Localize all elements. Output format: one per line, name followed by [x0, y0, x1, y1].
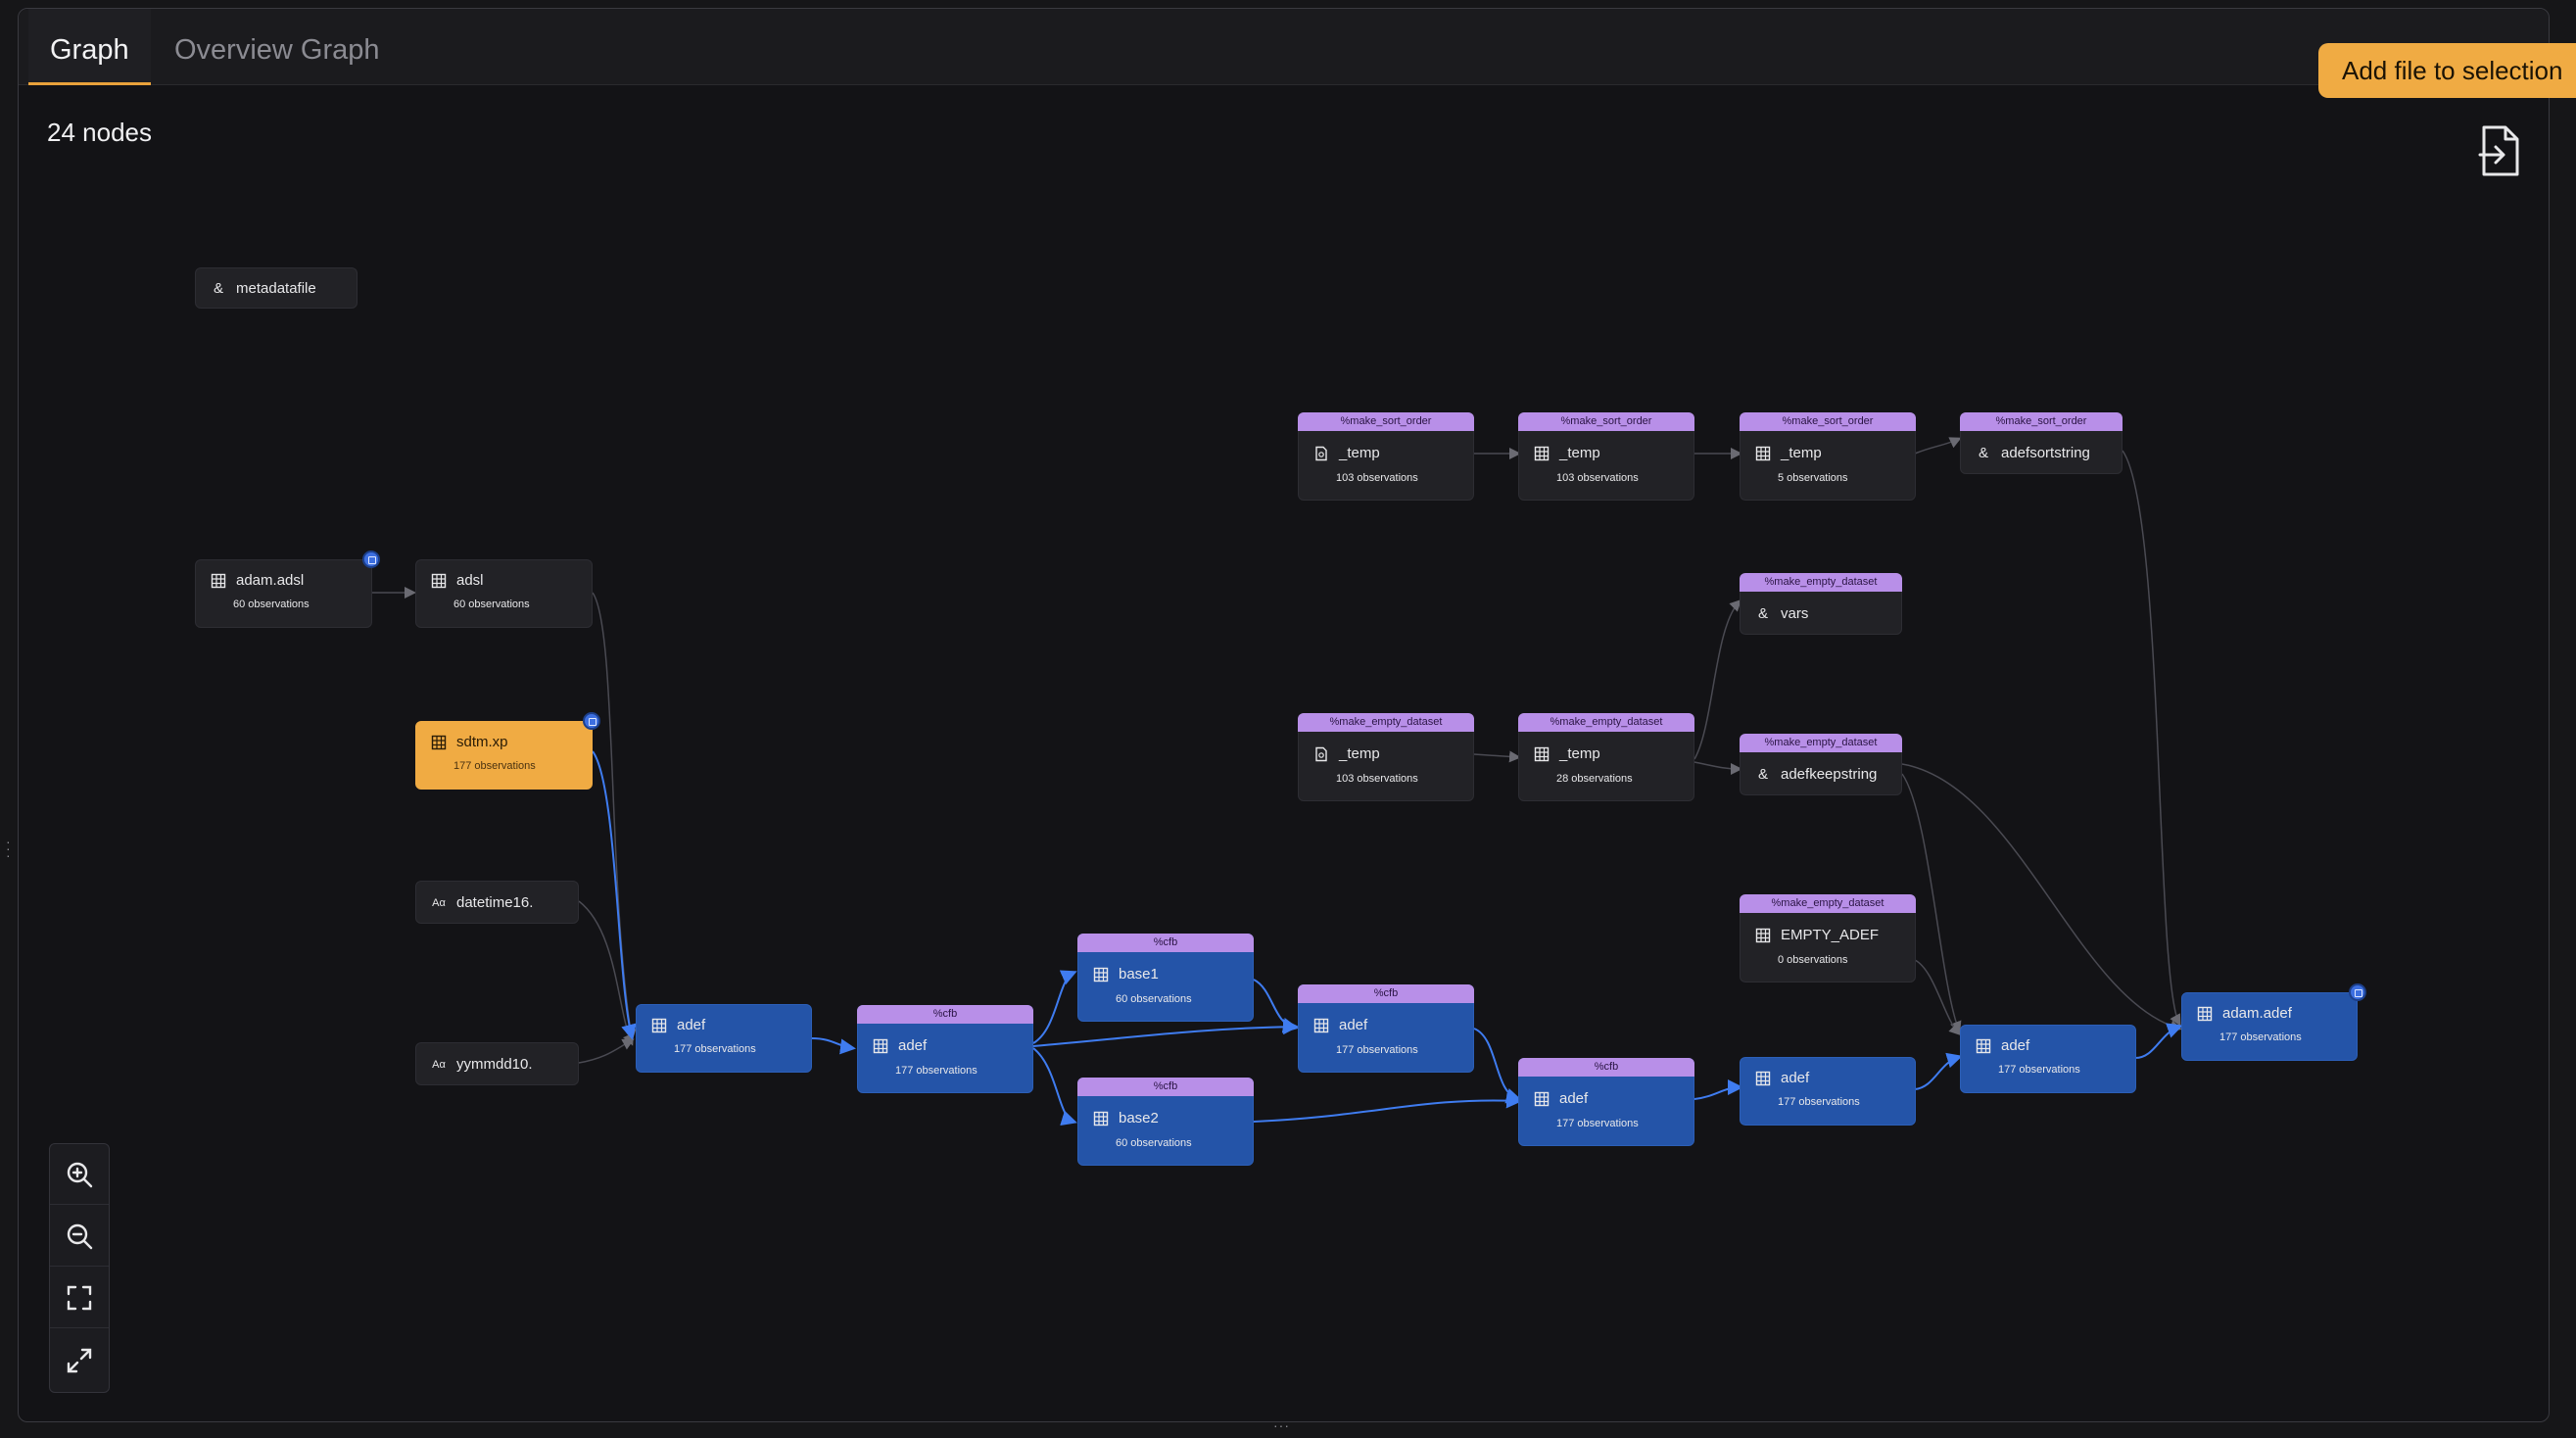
format-icon: Aα — [432, 1058, 446, 1071]
node-yymmdd10[interactable]: Aα yymmdd10. — [415, 1042, 579, 1085]
add-file-to-selection-button[interactable]: Add file to selection — [2318, 43, 2576, 98]
node-temp-sort-2[interactable]: %make_sort_order _temp 103 observations — [1518, 412, 1694, 501]
table-icon — [1093, 1111, 1109, 1126]
macro-label: %cfb — [1298, 984, 1474, 1003]
tab-bar: Graph Overview Graph — [19, 9, 2549, 85]
ampersand-icon: & — [213, 280, 223, 297]
macro-label: %make_sort_order — [1960, 412, 2123, 431]
table-icon — [431, 573, 447, 589]
table-icon — [1976, 1038, 1991, 1054]
node-adefsortstring[interactable]: %make_sort_order & adefsortstring — [1960, 412, 2123, 474]
node-temp-empty-2[interactable]: %make_empty_dataset _temp 28 observation… — [1518, 713, 1694, 801]
graph-controls — [49, 1143, 110, 1393]
node-adef-1[interactable]: adef 177 observations — [636, 1004, 812, 1073]
view-icon — [1313, 446, 1329, 461]
macro-label: %make_sort_order — [1518, 412, 1694, 431]
macro-label: %make_empty_dataset — [1518, 713, 1694, 732]
node-adef-2[interactable]: %cfb adef 177 observations — [857, 1005, 1033, 1093]
node-sdtm-xp[interactable]: sdtm.xp 177 observations — [415, 712, 600, 790]
table-icon — [1755, 446, 1771, 461]
node-adam-adef[interactable]: adam.adef 177 observations — [2181, 983, 2366, 1061]
node-adef-6[interactable]: adef 177 observations — [1960, 1025, 2136, 1093]
node-count: 24 nodes — [47, 118, 152, 147]
macro-label: %cfb — [1077, 1078, 1254, 1096]
zoom-in-icon[interactable] — [50, 1144, 109, 1205]
table-icon — [873, 1038, 888, 1054]
table-icon — [1093, 967, 1109, 983]
table-icon — [1534, 1091, 1550, 1107]
macro-label: %make_sort_order — [1298, 412, 1474, 431]
node-temp-empty-1[interactable]: %make_empty_dataset _temp 103 observatio… — [1298, 713, 1474, 801]
node-metadatafile[interactable]: & metadatafile — [195, 267, 358, 309]
tab-overview-graph[interactable]: Overview Graph — [174, 34, 380, 66]
export-file-icon[interactable] — [2476, 123, 2523, 178]
format-icon: Aα — [432, 896, 446, 909]
view-icon — [1313, 746, 1329, 762]
node-adef-5[interactable]: adef 177 observations — [1740, 1057, 1916, 1126]
pinned-badge-icon[interactable] — [583, 712, 600, 730]
macro-label: %cfb — [1077, 934, 1254, 952]
ampersand-icon: & — [1978, 445, 1988, 461]
table-icon — [1534, 746, 1550, 762]
node-adam-adsl[interactable]: adam.adsl 60 observations — [195, 551, 380, 628]
macro-label: %cfb — [1518, 1058, 1694, 1077]
tab-graph[interactable]: Graph — [28, 9, 151, 85]
table-icon — [1755, 928, 1771, 943]
node-temp-sort-3[interactable]: %make_sort_order _temp 5 observations — [1740, 412, 1916, 501]
macro-label: %make_empty_dataset — [1740, 734, 1902, 752]
macro-label: %make_sort_order — [1740, 412, 1916, 431]
fullscreen-icon[interactable] — [50, 1330, 109, 1391]
table-icon — [1755, 1071, 1771, 1086]
macro-label: %make_empty_dataset — [1740, 894, 1916, 913]
table-icon — [1534, 446, 1550, 461]
node-empty-adef[interactable]: %make_empty_dataset EMPTY_ADEF 0 observa… — [1740, 894, 1916, 983]
table-icon — [2197, 1006, 2213, 1022]
node-datetime16[interactable]: Aα datetime16. — [415, 881, 579, 924]
fit-view-icon[interactable] — [50, 1268, 109, 1328]
macro-label: %cfb — [857, 1005, 1033, 1024]
node-vars[interactable]: %make_empty_dataset & vars — [1740, 573, 1902, 635]
node-base1[interactable]: %cfb base1 60 observations — [1077, 934, 1254, 1022]
zoom-out-icon[interactable] — [50, 1206, 109, 1267]
node-adsl[interactable]: adsl 60 observations — [415, 559, 593, 628]
node-temp-sort-1[interactable]: %make_sort_order _temp 103 observations — [1298, 412, 1474, 501]
lineage-panel: Graph Overview Graph — [18, 8, 2550, 1422]
table-icon — [651, 1018, 667, 1033]
ampersand-icon: & — [1757, 766, 1768, 783]
node-base2[interactable]: %cfb base2 60 observations — [1077, 1078, 1254, 1166]
node-adef-4[interactable]: %cfb adef 177 observations — [1518, 1058, 1694, 1146]
node-adefkeepstring[interactable]: %make_empty_dataset & adefkeepstring — [1740, 734, 1902, 795]
node-adef-3[interactable]: %cfb adef 177 observations — [1298, 984, 1474, 1073]
table-icon — [431, 735, 447, 750]
bottom-resize-handle[interactable]: ··· — [1273, 1417, 1290, 1433]
table-icon — [211, 573, 226, 589]
macro-label: %make_empty_dataset — [1740, 573, 1902, 592]
pinned-badge-icon[interactable] — [2349, 983, 2366, 1001]
macro-label: %make_empty_dataset — [1298, 713, 1474, 732]
side-resize-handle[interactable]: ··· — [6, 834, 11, 863]
ampersand-icon: & — [1757, 605, 1768, 622]
pinned-badge-icon[interactable] — [362, 551, 380, 568]
table-icon — [1313, 1018, 1329, 1033]
